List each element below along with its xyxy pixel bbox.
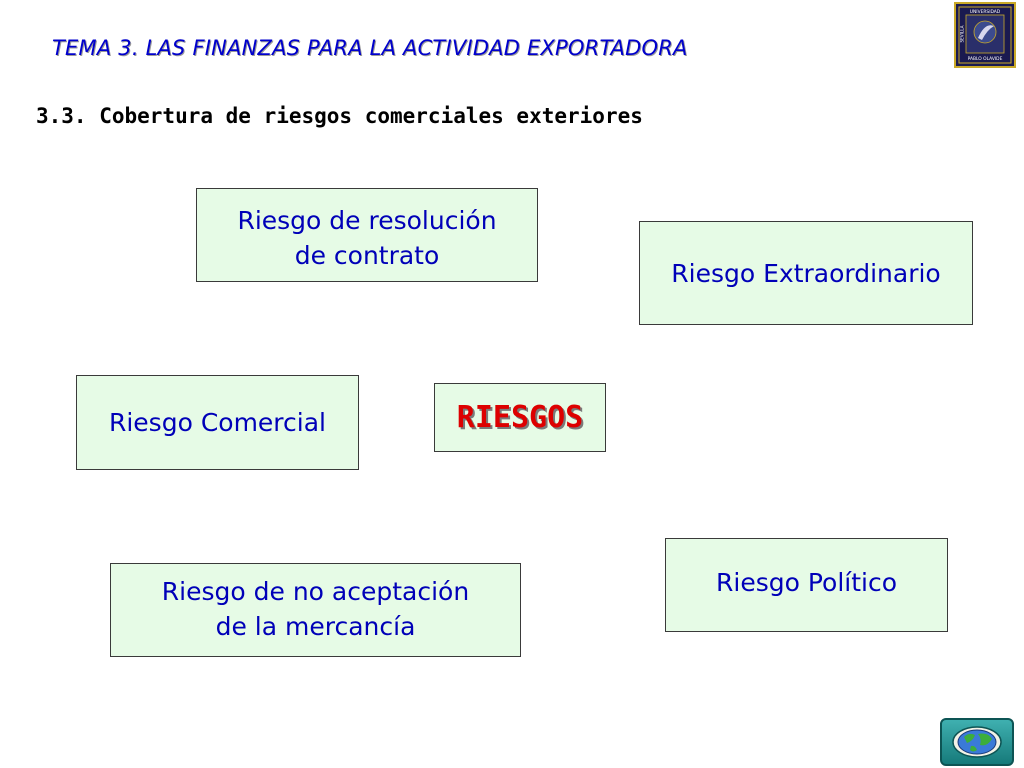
logo-bottom-text: PABLO OLAVIDE <box>968 56 1003 62</box>
box-line: Riesgo Comercial <box>108 408 326 437</box>
center-box-riesgos: RIESGOS <box>434 383 606 452</box>
box-line: Riesgo de resolución <box>237 206 497 235</box>
box-riesgo-extraordinario: Riesgo Extraordinario <box>639 221 973 325</box>
center-label-riesgos: RIESGOS <box>456 400 584 435</box>
box-line: de la mercancía <box>215 612 416 641</box>
box-line: Riesgo de no aceptación <box>161 577 470 606</box>
box-riesgo-politico: Riesgo Político <box>665 538 948 632</box>
box-line: Riesgo Político <box>716 568 897 597</box>
logo-left-text: SEVILLA <box>960 25 965 42</box>
box-line: de contrato <box>294 241 440 270</box>
box-riesgo-resolucion-contrato: Riesgo de resolución de contrato <box>196 188 538 282</box>
box-line: Riesgo Extraordinario <box>671 258 941 288</box>
globe-nav-button[interactable] <box>940 718 1014 766</box>
slide-header-title: TEMA 3. LAS FINANZAS PARA LA ACTIVIDAD E… <box>52 36 688 60</box>
section-title: 3.3. Cobertura de riesgos comerciales ex… <box>36 104 643 128</box>
logo-top-text: UNIVERSIDAD <box>970 9 1001 15</box>
box-riesgo-no-aceptacion-mercancia: Riesgo de no aceptación de la mercancía <box>110 563 521 657</box>
globe-icon <box>952 726 1002 758</box>
box-riesgo-comercial: Riesgo Comercial <box>76 375 359 470</box>
university-seal-icon: UNIVERSIDAD SEVILLA PABLO OLAVIDE <box>954 2 1016 68</box>
